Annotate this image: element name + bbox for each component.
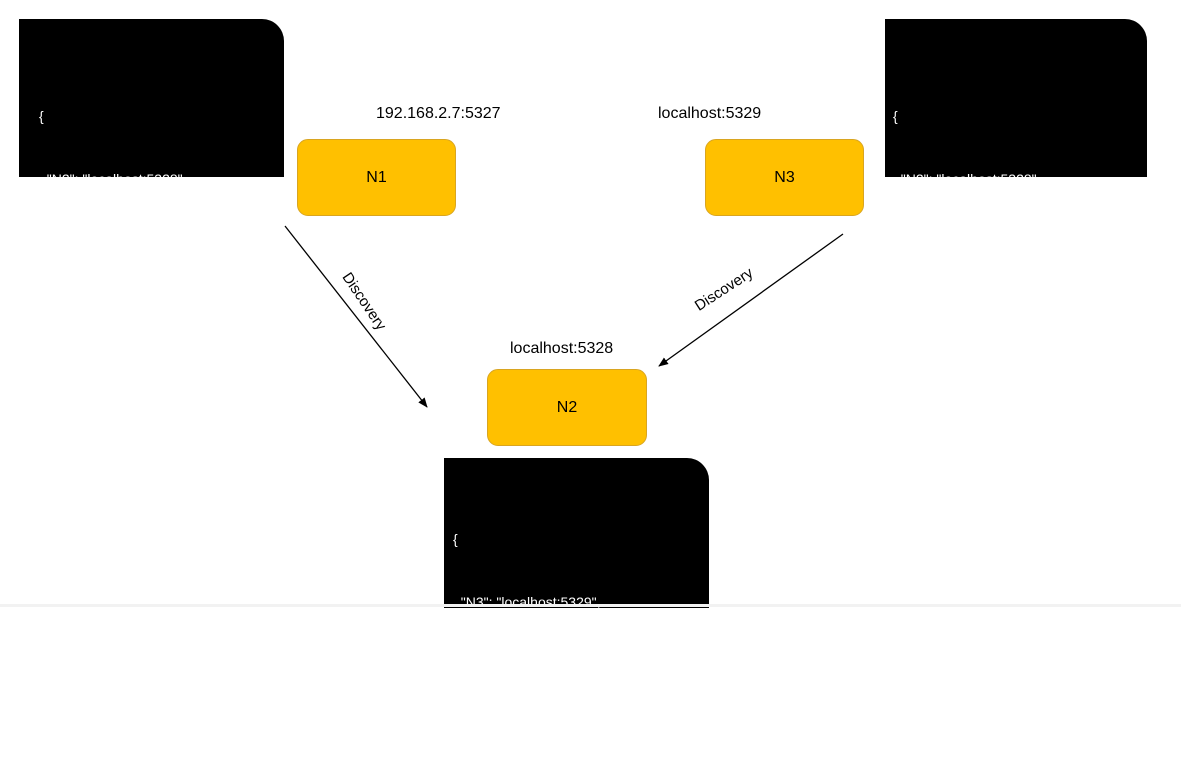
node-n2-address: localhost:5328	[510, 340, 614, 357]
node-n2-label: N2	[556, 398, 578, 416]
discovery-arrows	[284, 225, 844, 408]
code-line: "N2": "localhost:5328"	[893, 171, 1037, 187]
discovery-diagram: { "N2": "localhost:5328" } { "N2": "loca…	[0, 19, 1181, 608]
code-line: {	[453, 531, 458, 547]
code-line: }	[453, 720, 458, 736]
node-n1-address: 192.168.2.7:5327	[376, 105, 501, 122]
node-n3-address: localhost:5329	[658, 105, 762, 122]
code-line: }	[39, 234, 44, 250]
code-line: }	[893, 234, 898, 250]
code-line: "N2": "localhost:5328"	[39, 171, 183, 187]
node-n2: N2	[487, 369, 647, 446]
node-n3-label: N3	[774, 168, 795, 186]
node-n1: N1	[297, 139, 456, 216]
node-n1-label: N1	[366, 168, 387, 186]
peer-list-n1: { "N2": "localhost:5328" }	[19, 19, 284, 250]
bottom-divider	[0, 604, 1181, 607]
peer-list-n3: { "N2": "localhost:5328" }	[885, 19, 1147, 250]
discovery-arrow-right	[658, 233, 844, 367]
code-line: "N1": “192.168.2.7:5327"	[453, 657, 616, 673]
code-line: {	[893, 108, 898, 124]
node-n3: N3	[705, 139, 864, 216]
code-line: {	[39, 108, 44, 124]
discovery-arrow-left	[284, 225, 428, 408]
